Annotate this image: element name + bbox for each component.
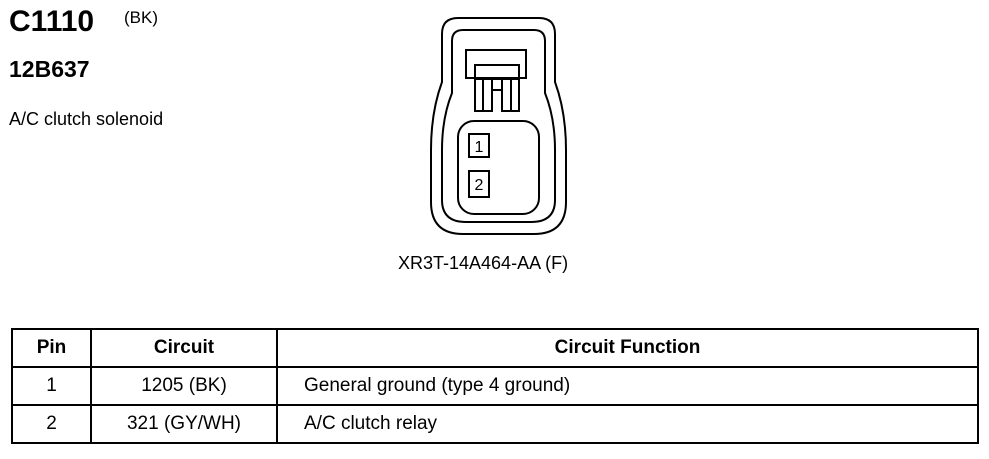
connector-id: C1110 (9, 5, 95, 38)
pin-1-label: 1 (475, 139, 484, 156)
pin-1-cavity (468, 133, 490, 158)
connector-housing-inner (441, 29, 556, 223)
pin-2-label: 2 (475, 177, 484, 194)
table-row: 2 321 (GY/WH) A/C clutch relay (11, 404, 979, 444)
connector-housing-outer (430, 17, 567, 235)
table-header-row: Pin Circuit Circuit Function (11, 328, 979, 368)
pin-2-cavity (468, 170, 490, 198)
locking-latch (465, 49, 527, 112)
connector-face-diagram: 1 2 (430, 17, 567, 235)
cell-circuit: 1205 (BK) (90, 366, 278, 406)
header-pin: Pin (11, 328, 92, 368)
header-circuit: Circuit (90, 328, 278, 368)
cell-pin: 2 (11, 404, 92, 444)
table-row: 1 1205 (BK) General ground (type 4 groun… (11, 366, 979, 406)
cell-pin: 1 (11, 366, 92, 406)
cell-circuit-function: General ground (type 4 ground) (276, 366, 979, 406)
cell-circuit: 321 (GY/WH) (90, 404, 278, 444)
connector-color: (BK) (124, 8, 158, 27)
pin-table: Pin Circuit Circuit Function 1 1205 (BK)… (11, 328, 979, 444)
connector-reference: XR3T-14A464-AA (F) (398, 253, 569, 273)
connector-description: A/C clutch solenoid (9, 109, 164, 129)
header-circuit-function: Circuit Function (276, 328, 979, 368)
part-number: 12B637 (9, 56, 90, 82)
pin-cavity-area (457, 120, 540, 215)
cell-circuit-function: A/C clutch relay (276, 404, 979, 444)
